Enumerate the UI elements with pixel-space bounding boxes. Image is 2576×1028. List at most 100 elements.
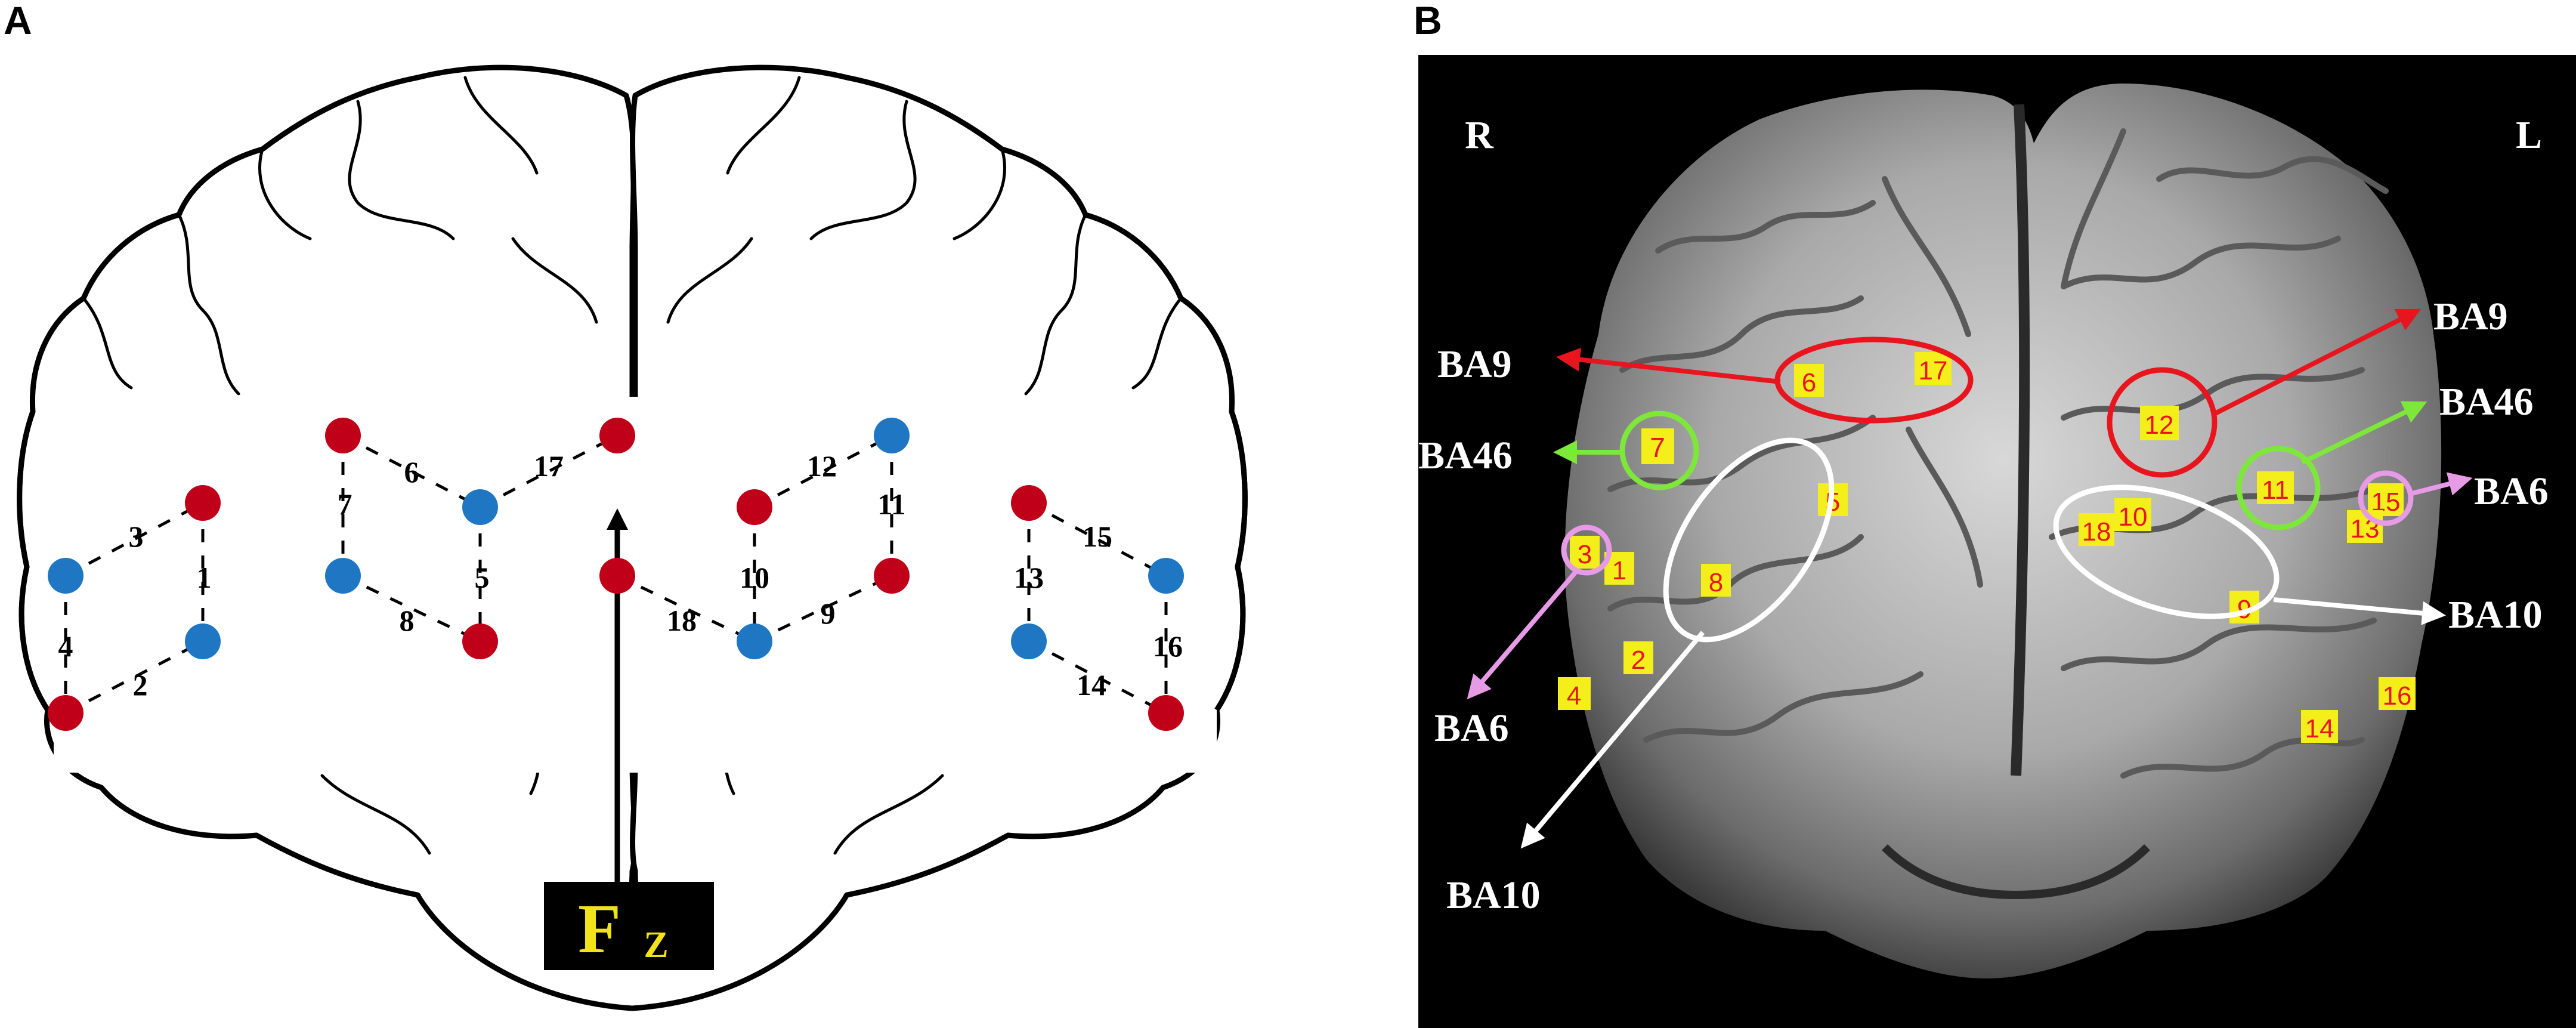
optode-red [462, 623, 498, 659]
channel-label-12: 12 [807, 449, 837, 483]
optode-blue [462, 489, 498, 525]
panel-a-optode-band [54, 397, 1217, 773]
svg-text:1: 1 [1612, 556, 1626, 585]
svg-text:6: 6 [1802, 368, 1816, 397]
optode-red [737, 489, 772, 525]
channel-square-17: 17 [1915, 352, 1952, 385]
channel-label-13: 13 [1014, 561, 1044, 594]
fz-label-sub: Z [644, 925, 668, 965]
channel-label-14: 14 [1077, 668, 1106, 702]
region-label-ba6-right: BA6 [1434, 706, 1509, 750]
svg-text:2: 2 [1631, 646, 1646, 675]
svg-text:14: 14 [2305, 714, 2334, 743]
channel-label-10: 10 [740, 561, 769, 594]
optode-blue [737, 623, 772, 659]
channel-label-15: 15 [1083, 520, 1112, 553]
optode-blue [1148, 558, 1184, 594]
channel-square-7: 7 [1641, 428, 1674, 464]
svg-text:18: 18 [2082, 517, 2111, 547]
svg-text:11: 11 [2262, 476, 2289, 505]
panel-b-brain-render [1564, 84, 2442, 978]
region-outline-ba46-left [2236, 446, 2321, 530]
channel-label-11: 11 [877, 487, 905, 521]
channel-label-1: 1 [197, 561, 212, 594]
panel-b-region-arrows [1467, 308, 2473, 849]
channel-square-3: 3 [1570, 536, 1600, 569]
arrow-ba10-right [1520, 631, 1705, 849]
optode-red [1011, 485, 1047, 521]
channel-label-18: 18 [667, 604, 697, 637]
svg-text:3: 3 [1578, 540, 1592, 569]
channel-label-5: 5 [475, 561, 490, 594]
channel-square-11: 11 [2257, 471, 2294, 505]
panel-a-channel-links [64, 434, 1168, 715]
optode-red [599, 558, 635, 594]
panel-a-channel-labels: 3 1 4 2 6 7 5 8 17 18 12 11 10 9 15 13 1… [58, 449, 1183, 702]
channel-square-10: 10 [2114, 498, 2151, 532]
channel-label-7: 7 [338, 487, 352, 521]
channel-square-2: 2 [1623, 641, 1653, 675]
panel-b-channel-squares: 6 17 7 5 3 1 8 2 4 12 11 15 13 18 10 9 1… [1558, 352, 2416, 743]
channel-label-9: 9 [821, 597, 836, 630]
region-outline-ba9-left [2107, 367, 2218, 478]
region-label-ba9-left: BA9 [2433, 295, 2508, 338]
optode-blue [1011, 623, 1047, 659]
channel-label-8: 8 [400, 604, 415, 637]
optode-blue [185, 623, 221, 659]
panel-b-region-labels: BA9 BA46 BA6 BA10 BA9 BA46 BA6 BA10 [1418, 295, 2549, 917]
fz-label-main: F [578, 890, 621, 968]
optode-blue [48, 558, 84, 594]
optode-red [325, 418, 361, 453]
optode-red [185, 485, 221, 521]
panel-a-letter: A [4, 0, 32, 42]
channel-label-6: 6 [404, 455, 419, 489]
side-label-right: R [1465, 113, 1494, 157]
svg-text:16: 16 [2383, 681, 2412, 711]
channel-square-16: 16 [2379, 677, 2416, 711]
optode-red [1148, 695, 1184, 731]
channel-square-8: 8 [1701, 564, 1731, 597]
arrow-ba6-right [1467, 568, 1580, 700]
svg-text:8: 8 [1709, 568, 1723, 597]
region-label-ba46-left: BA46 [2439, 380, 2534, 424]
arrow-ba46-left [2301, 401, 2427, 465]
region-outline-ba10-left [2053, 484, 2280, 619]
optode-red [874, 558, 910, 594]
panel-b-letter: B [1414, 0, 1442, 42]
arrow-ba6-left [2409, 472, 2473, 496]
arrow-ba9-left [2212, 308, 2422, 417]
region-outline-ba6-left [2358, 470, 2414, 526]
region-label-ba10-right: BA10 [1446, 873, 1541, 917]
panel-a-optodes [48, 418, 1184, 731]
channel-square-1: 1 [1604, 552, 1634, 585]
optode-red [599, 418, 635, 453]
svg-text:4: 4 [1567, 681, 1581, 711]
fz-label-box [544, 882, 714, 970]
optode-blue [874, 418, 910, 453]
svg-text:7: 7 [1650, 432, 1665, 463]
arrow-ba9-right [1556, 347, 1781, 384]
channel-square-18: 18 [2079, 513, 2114, 547]
region-label-ba6-left: BA6 [2474, 470, 2549, 513]
region-label-ba46-right: BA46 [1418, 434, 1513, 477]
svg-text:10: 10 [2119, 502, 2148, 532]
region-outline-ba10-right [1663, 437, 1835, 643]
svg-text:17: 17 [1919, 356, 1948, 385]
channel-label-3: 3 [129, 520, 144, 553]
region-outline-ba6-right [1561, 524, 1612, 576]
channel-square-4: 4 [1558, 677, 1591, 711]
channel-square-6: 6 [1794, 364, 1824, 397]
arrow-ba10-left [2273, 597, 2446, 625]
channel-square-14: 14 [2301, 710, 2338, 743]
channel-square-12: 12 [2140, 406, 2179, 440]
panel-a-band-edges [17, 410, 1248, 712]
optode-blue [325, 558, 361, 594]
optode-red [48, 695, 84, 731]
channel-label-4: 4 [58, 629, 73, 663]
svg-text:12: 12 [2145, 410, 2174, 440]
region-label-ba9-right: BA9 [1437, 342, 1512, 386]
channel-label-16: 16 [1153, 629, 1183, 663]
region-label-ba10-left: BA10 [2448, 593, 2543, 637]
channel-label-17: 17 [534, 449, 564, 483]
